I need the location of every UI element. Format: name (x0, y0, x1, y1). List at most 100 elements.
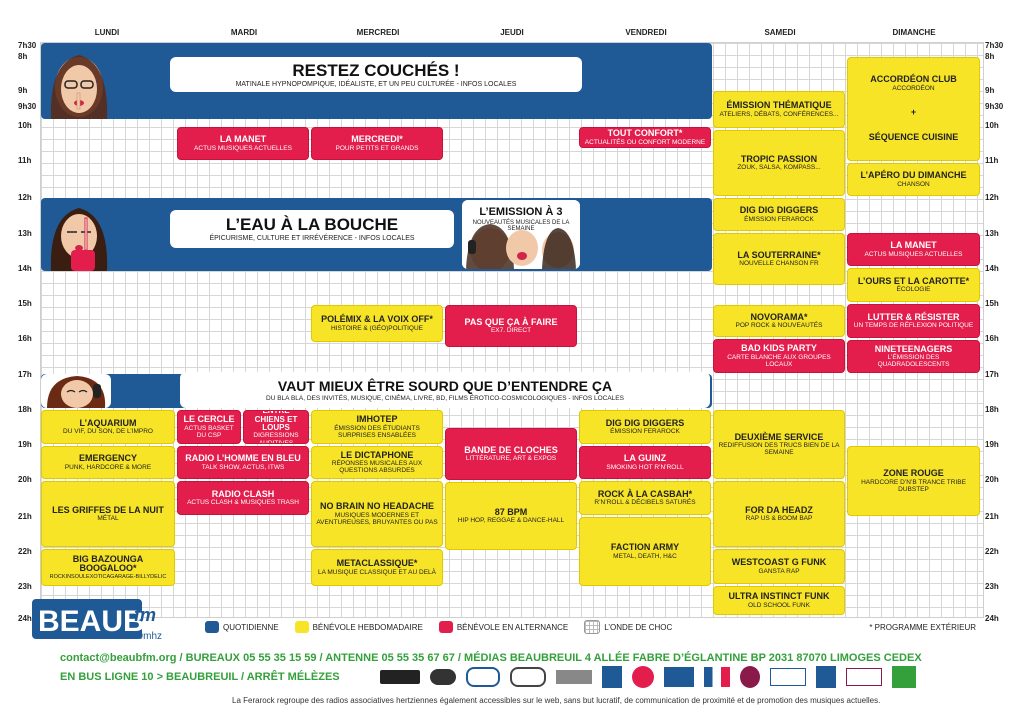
logo-fm: fm (134, 605, 156, 625)
day-tuesday: MARDI (230, 28, 258, 37)
region-logo (632, 666, 654, 688)
show-title: LA SOUTERRAINE* (737, 249, 821, 260)
hour-label-right: 21h (985, 512, 999, 521)
show-title: NOVORAMA* (750, 311, 808, 322)
show-title: ÉMISSION THÉMATIQUE (726, 100, 832, 111)
show-description: R’N’ROLL & DÉCIBELS SATURÉS (594, 499, 696, 507)
show-description: ACTUS CLASH & MUSIQUES TRASH (187, 499, 299, 507)
show-title: BIG BAZOUNGA BOOGALOO* (72, 554, 144, 574)
show-description: UN TEMPS DE RÉFLEXION POLITIQUE (853, 322, 974, 330)
hour-label-right: 12h (985, 193, 999, 202)
show-title: FACTION ARMY (610, 542, 680, 553)
show-la-souterraine: LA SOUTERRAINE*NOUVELLE CHANSON FR (713, 233, 845, 285)
show-description: L’ÉMISSION DES QUADRADOLESCENTS (877, 354, 950, 369)
vaut-mieux-title: VAUT MIEUX ÊTRE SOURD QUE D’ENTENDRE ÇA (277, 377, 613, 394)
hour-label-right: 19h (985, 440, 999, 449)
show-description: POUR PETITS ET GRANDS (335, 144, 419, 152)
show-description: SMOKING HOT R’N’ROLL (606, 463, 684, 471)
eau-a-la-bouche-subtitle: ÉPICURISME, CULTURE ET IRRÉVÉRENCE - INF… (209, 235, 415, 242)
show-description: MUSIQUES MODERNES ET AVENTUREUSES, BRUYA… (316, 511, 438, 526)
day-sunday: DIMANCHE (892, 28, 936, 37)
show-title: SÉQUENCE CUISINE (868, 132, 959, 143)
legend-onde-de-choc: L’ONDE DE CHOC (584, 620, 672, 634)
show-description: ÉCOLOGIE (896, 286, 931, 294)
hour-label-left: 17h (18, 370, 32, 379)
hour-label-left: 9h30 (18, 102, 37, 111)
hour-label-left: 23h (18, 582, 32, 591)
hour-label-right: 15h (985, 299, 999, 308)
show-description: GANSTA RAP (758, 567, 800, 575)
show-description: LA MUSIQUE CLASSIQUE ET AU DELÀ (317, 568, 436, 576)
show-title: TOUT CONFORT* (607, 128, 683, 139)
hour-label-left: 19h (18, 440, 32, 449)
restez-couches-box: RESTEZ COUCHÉS ! MATINALE HYPNOPOMPIQUE,… (170, 57, 582, 92)
fonjep-logo (770, 668, 806, 686)
emission-a-3-title: L’EMISSION À 3 (479, 205, 563, 218)
show-description: ÉMISSION FERAROCK (610, 428, 680, 436)
show-title: DIG DIG DIGGERS (605, 417, 685, 428)
show-title: ULTRA INSTINCT FUNK (728, 591, 830, 602)
hour-label-right: 22h (985, 547, 999, 556)
show-title: BAD KIDS PARTY (741, 343, 817, 354)
show-title: TROPIC PASSION (740, 153, 818, 164)
contact-line: contact@beaubfm.org / BUREAUX 05 55 35 1… (60, 652, 922, 664)
vaut-mieux-subtitle: DU BLA BLA, DES INVITÉS, MUSIQUE, CINÉMA… (266, 394, 624, 402)
show-title: MERCREDI* (351, 134, 403, 145)
day-saturday: SAMEDI (764, 28, 796, 37)
show-description: EX7. DIRECT (490, 327, 532, 335)
beaub-fm-logo: BEAUB fm 89mhz (30, 597, 180, 647)
show-title: L’APÉRO DU DIMANCHE (860, 170, 967, 181)
restez-couches-title: RESTEZ COUCHÉS ! (292, 60, 460, 80)
show-description: NOUVELLE CHANSON FR (739, 260, 819, 268)
show-metaclassique: METACLASSIQUE*LA MUSIQUE CLASSIQUE ET AU… (311, 549, 443, 586)
show-bazounga: BIG BAZOUNGA BOOGALOO*ROCKINSOULEXOTICAG… (41, 549, 175, 586)
show-description: ACTUS MUSIQUES ACTUELLES (864, 250, 963, 258)
hour-label-left: 10h (18, 121, 32, 130)
emission-a-3-illustration (462, 200, 580, 269)
show-title: LA GUINZ (623, 453, 667, 464)
show-title: DEUXIÈME SERVICE (734, 431, 824, 442)
show-title: L’AQUARIUM (79, 417, 137, 428)
footer-text: La Ferarock regroupe des radios associat… (232, 696, 881, 705)
show-description: LITTÉRATURE, ART & EXPOS (465, 455, 557, 463)
show-title: NINETEENAGERS (874, 343, 953, 354)
hour-label-left: 13h (18, 229, 32, 238)
limoges-logo (740, 666, 760, 688)
show-title: LE CERCLE (183, 414, 235, 425)
show-description: HARDCORE D’N’B TRANCE TRIBE DUBSTEP (861, 478, 966, 493)
show-title: DIG DIG DIGGERS (739, 205, 819, 216)
show-description: ACCORDÉON (892, 84, 935, 92)
show-title: LE DICTAPHONE (340, 449, 414, 460)
day-friday: VENDREDI (625, 28, 667, 37)
prefecture-logo (704, 667, 730, 687)
show-title: ENTRE CHIENS ET LOUPS (254, 410, 298, 433)
limoges-metropole-logo (846, 668, 882, 686)
logo-name: BEAUB (38, 605, 145, 638)
show-title: POLÉMIX & LA VOIX OFF* (321, 314, 433, 325)
legend-exterieur: * PROGRAMME EXTÉRIEUR (869, 622, 976, 632)
show-description: ACTUALITÉS OU CONFORT MODERNE (584, 138, 706, 146)
hour-label-left: 21h (18, 512, 32, 521)
snrl-logo (556, 670, 592, 684)
hour-label-left: 16h (18, 334, 32, 343)
show-title: LUTTER & RÉSISTER (867, 311, 960, 322)
hour-label-right: 20h (985, 475, 999, 484)
show-title: FOR DA HEADZ (745, 504, 813, 515)
ministry-logo (664, 667, 694, 687)
partner-logos (380, 662, 980, 692)
